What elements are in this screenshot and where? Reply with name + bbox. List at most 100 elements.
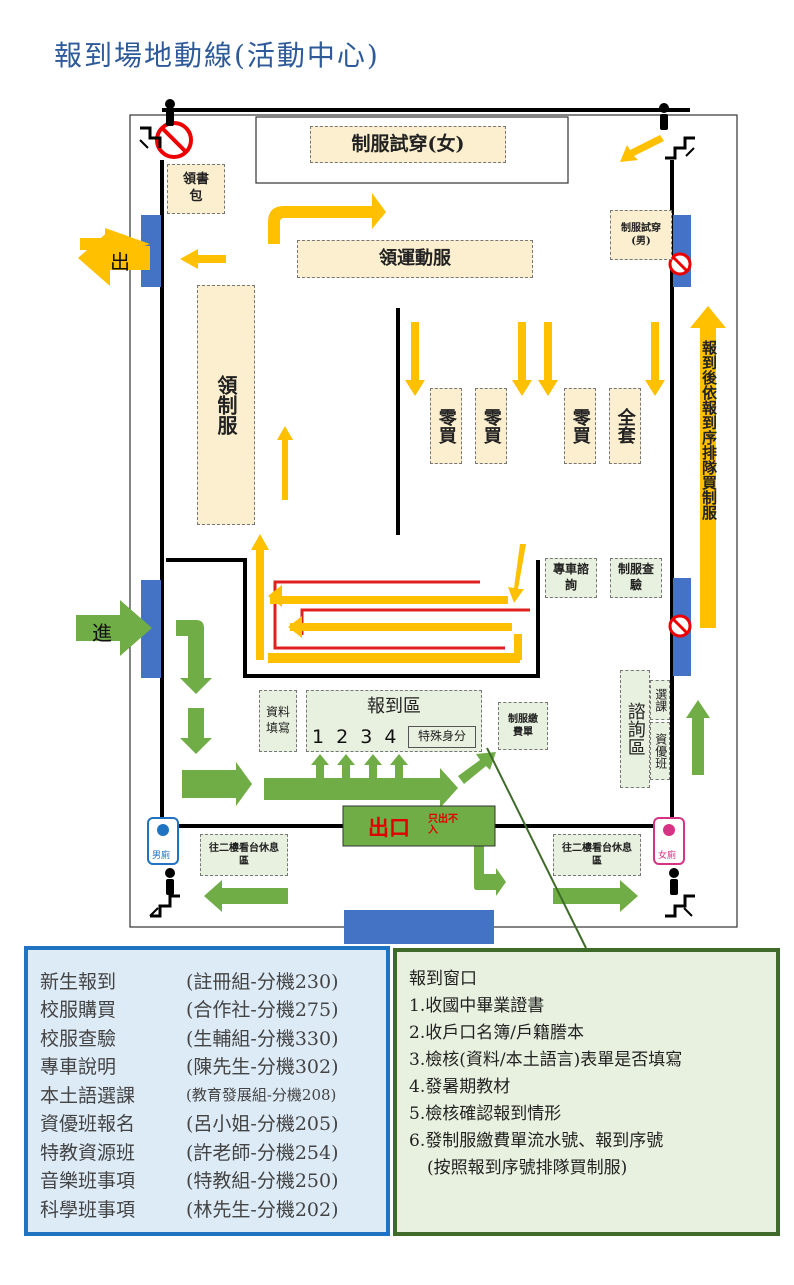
step-item: 5.檢核確認報到情形 (409, 1104, 562, 1124)
arrow-down-5 (508, 544, 526, 603)
arrow-left-stand (204, 880, 288, 912)
exit-main-label: 出口 (368, 815, 410, 840)
full-set: 全套 (609, 388, 641, 464)
arrow-to-exit (180, 249, 226, 269)
person-icon (669, 868, 679, 878)
contact-row: 科學班事項(林先生-分機202) (40, 1198, 339, 1221)
step-item: 3.檢核(資料/本土語言)表單是否填寫 (409, 1050, 683, 1070)
stairs-icons (140, 126, 695, 918)
mens-restroom-sign (147, 817, 179, 865)
contact-legend: 新生報到(註冊組-分機230) 校服購買(合作社-分機275) 校服查驗(生輔組… (24, 946, 390, 1236)
arrow-right-main (264, 768, 458, 808)
arrow-up-right (686, 700, 710, 775)
step-item: (按照報到序號排隊買制服) (427, 1158, 628, 1178)
info-fill-area: 資料填寫 (259, 690, 297, 752)
queue-head-1 (268, 585, 282, 607)
arrow-vertical-report (690, 306, 726, 628)
arrow-down-2 (512, 322, 532, 396)
step-item: 6.發制服繳費單流水號、報到序號 (409, 1131, 664, 1151)
elective-booth: 選課 (650, 680, 670, 720)
contact-row: 專車說明(陳先生-分機302) (40, 1056, 339, 1079)
exit-arrow-left (80, 228, 150, 260)
arrow-curve-top (268, 193, 386, 244)
single-buy-3: 零買 (564, 388, 596, 464)
yellow-arrows (78, 135, 726, 663)
contact-row: 資優班報名(呂小姐-分機205) (40, 1113, 339, 1136)
female-icon (663, 824, 675, 836)
bus-consult: 專車諮詢 (545, 558, 597, 598)
door-left-lower (141, 580, 161, 678)
uniform-try-female: 制服試穿(女) (310, 126, 506, 163)
arrow-right-stand (553, 880, 638, 912)
contact-row: 校服購買(合作社-分機275) (40, 999, 339, 1022)
door-bottom (344, 910, 494, 944)
uniform-check: 制服查驗 (610, 558, 662, 598)
single-buy-1: 零買 (430, 388, 462, 464)
stand-rest-right: 往二樓看台休息區 (553, 834, 641, 876)
womens-restroom-sign (653, 817, 685, 865)
queue-pen (166, 558, 540, 678)
green-arrows (76, 600, 710, 912)
queue-bar-2 (290, 623, 512, 631)
window-steps-legend: 報到窗口 1.收國中畢業證書 2.收戶口名簿/戶籍謄本 3.檢核(資料/本土語言… (393, 948, 780, 1236)
mens-restroom-label: 男廁 (152, 851, 171, 861)
arrow-up-1 (277, 426, 293, 500)
queue-bar-1 (270, 596, 508, 604)
queue-ropes (273, 580, 530, 650)
single-buy-2: 零買 (475, 388, 507, 464)
sports-uniform-area: 領運動服 (297, 240, 533, 278)
person-icon (660, 114, 668, 130)
stairs-icon (140, 126, 162, 148)
step-item: 1.收國中畢業證書 (409, 996, 545, 1016)
window-numbers: 1 2 3 4 (312, 726, 400, 748)
womens-restroom-label: 女廁 (658, 851, 677, 861)
arrow-down-b (180, 708, 212, 754)
person-icon (670, 879, 678, 895)
arrow-up-w2 (337, 754, 355, 778)
arrow-down-1 (405, 322, 425, 396)
uniform-try-male: 制服試穿(男) (610, 210, 672, 260)
stairs-icon (665, 136, 695, 160)
consult-area: 諮詢區 (620, 670, 650, 788)
contact-row: 音樂班事項(特教組-分機250) (40, 1170, 339, 1193)
arrow-up-w1 (311, 754, 329, 778)
gifted-booth: 資優班 (650, 722, 670, 780)
contact-row: 新生報到(註冊組-分機230) (40, 970, 339, 993)
page-title: 報到場地動線(活動中心) (54, 39, 380, 72)
stair-arrows (139, 139, 695, 917)
contact-row: 校服查驗(生輔組-分機330) (40, 1027, 339, 1050)
get-uniform-area: 領制服 (197, 285, 255, 525)
stairs-icon (665, 894, 695, 918)
person-icon (166, 879, 174, 895)
male-icon (157, 824, 169, 836)
queue-turn (514, 634, 522, 660)
report-order-note: 報到後依報到序排隊買制服 (700, 340, 718, 520)
stairs-icon (150, 894, 180, 918)
arrow-down-a (176, 620, 212, 694)
step-item: 2.收戶口名簿/戶籍謄本 (409, 1023, 584, 1043)
enter-label: 進 (92, 621, 112, 645)
queue-bar-3 (268, 653, 520, 663)
person-icon (659, 103, 669, 113)
uniform-bill-area: 制服繳費單 (498, 702, 548, 750)
bag-area: 領書包 (167, 164, 225, 214)
person-icon (166, 110, 174, 126)
steps-heading: 報到窗口 (409, 969, 477, 989)
arrow-down-3 (538, 322, 558, 396)
exit-left-label: 出 (110, 250, 130, 274)
person-icon (165, 868, 175, 878)
arrow-up-w3 (364, 754, 382, 778)
door-right-upper (673, 215, 691, 287)
person-icons (165, 99, 679, 895)
enter-arrow (76, 600, 152, 656)
arrow-diag (458, 752, 496, 784)
contact-row: 本土語選課(教育發展組-分機208) (40, 1084, 337, 1107)
step-item: 4.發暑期教材 (409, 1077, 511, 1097)
arrow-right-a (182, 762, 252, 806)
queue-rope-2 (300, 608, 530, 635)
arrow-stairs-right (620, 135, 664, 162)
queue-rope-1 (273, 580, 505, 650)
person-icon (165, 99, 175, 109)
special-status-window: 特殊身分 (408, 726, 476, 748)
pointer-line (486, 747, 587, 949)
